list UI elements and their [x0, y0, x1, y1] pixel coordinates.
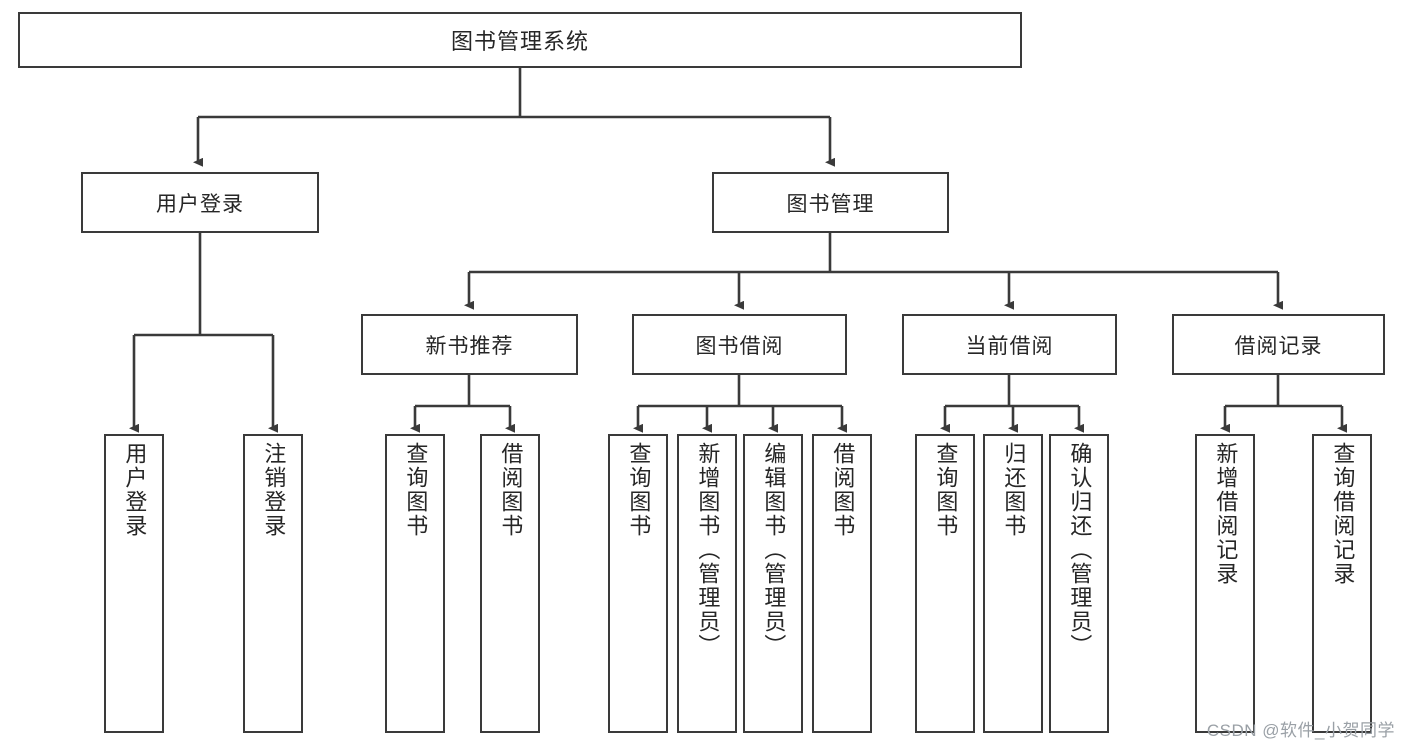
leaf-user-login-signout[interactable]: 注销登录 — [243, 434, 303, 733]
node-label: 当前借阅 — [965, 334, 1054, 358]
node-label: 查询借阅记录 — [1330, 442, 1356, 586]
node-label: 编辑图书（管理员） — [761, 442, 787, 658]
node-label: 图书管理系统 — [450, 29, 589, 54]
leaf-borrow-edit-book-admin[interactable]: 编辑图书（管理员） — [743, 434, 803, 733]
node-new-book-recommend[interactable]: 新书推荐 — [361, 314, 578, 375]
node-label: 查询图书 — [403, 442, 429, 538]
leaf-recommend-borrow-book[interactable]: 借阅图书 — [480, 434, 540, 733]
leaf-record-query-record[interactable]: 查询借阅记录 — [1312, 434, 1372, 733]
leaf-recommend-query-book[interactable]: 查询图书 — [385, 434, 445, 733]
node-current-borrow[interactable]: 当前借阅 — [902, 314, 1117, 375]
node-label: 查询图书 — [933, 442, 959, 538]
leaf-user-login-signin[interactable]: 用户登录 — [104, 434, 164, 733]
node-label: 归还图书 — [1001, 442, 1027, 538]
leaf-current-query-book[interactable]: 查询图书 — [915, 434, 975, 733]
leaf-record-add-record[interactable]: 新增借阅记录 — [1195, 434, 1255, 733]
node-label: 新增借阅记录 — [1213, 442, 1239, 586]
node-book-management[interactable]: 图书管理 — [712, 172, 949, 233]
node-label: 图书借阅 — [695, 334, 784, 358]
leaf-current-return-book[interactable]: 归还图书 — [983, 434, 1043, 733]
node-book-borrow[interactable]: 图书借阅 — [632, 314, 847, 375]
node-user-login[interactable]: 用户登录 — [81, 172, 319, 233]
node-label: 借阅图书 — [498, 442, 524, 538]
node-label: 查询图书 — [626, 442, 652, 538]
node-borrow-record[interactable]: 借阅记录 — [1172, 314, 1385, 375]
node-label: 图书管理 — [786, 192, 875, 216]
node-label: 用户登录 — [122, 442, 148, 538]
node-label: 借阅记录 — [1234, 334, 1323, 358]
node-label: 借阅图书 — [830, 442, 856, 538]
node-label: 注销登录 — [261, 442, 287, 538]
leaf-borrow-borrow-book[interactable]: 借阅图书 — [812, 434, 872, 733]
leaf-borrow-add-book-admin[interactable]: 新增图书（管理员） — [677, 434, 737, 733]
node-label: 用户登录 — [156, 192, 244, 216]
leaf-borrow-query-book[interactable]: 查询图书 — [608, 434, 668, 733]
leaf-current-confirm-return-admin[interactable]: 确认归还（管理员） — [1049, 434, 1109, 733]
node-label: 新增图书（管理员） — [695, 442, 721, 658]
node-label: 新书推荐 — [425, 334, 514, 358]
node-root-library-system[interactable]: 图书管理系统 — [18, 12, 1022, 68]
node-label: 确认归还（管理员） — [1067, 442, 1093, 658]
watermark-text: CSDN @软件_小贺同学 — [1206, 721, 1395, 740]
